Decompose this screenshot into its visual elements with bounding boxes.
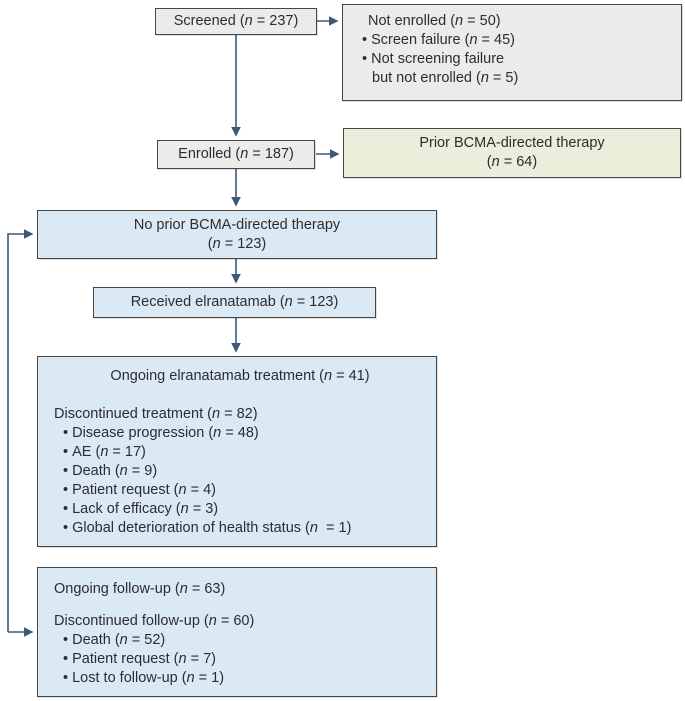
no-prior-bcma-line2: (n = 123) [207,235,267,252]
box-screened: Screened (n = 237) [155,8,317,35]
received-label: Received elranatamab (n = 123) [130,294,339,310]
not-enrolled-continuation: but not enrolled (n = 5) [372,70,519,86]
followup-bullet: Patient request (n = 7) [54,650,426,669]
treatment-bullet: Death (n = 9) [54,462,426,481]
followup-ongoing: Ongoing follow-up (n = 63) [54,581,226,597]
followup-bullet: Death (n = 52) [54,631,426,650]
box-enrolled: Enrolled (n = 187) [157,140,315,169]
bracket-connector-to-no-prior [7,229,34,632]
not-enrolled-bullet: Not screening failure [362,50,671,69]
prior-bcma-line2: (n = 64) [486,154,538,170]
treatment-bullet: Disease progression (n = 48) [54,424,426,443]
screened-label: Screened (n = 237) [173,13,299,29]
followup-discontinued: Discontinued follow-up (n = 60) [54,613,255,629]
treatment-bullet: Global deterioration of health status (n… [54,519,426,538]
treatment-bullet: Lack of efficacy (n = 3) [54,500,426,519]
treatment-discontinued: Discontinued treatment (n = 82) [54,406,258,422]
treatment-ongoing: Ongoing elranatamab treatment (n = 41) [110,368,370,384]
box-no-prior-bcma: No prior BCMA-directed therapy (n = 123) [37,210,437,259]
enrolled-label: Enrolled (n = 187) [178,146,294,162]
box-prior-bcma: Prior BCMA-directed therapy (n = 64) [343,128,681,178]
not-enrolled-bullet: Screen failure (n = 45) [362,31,671,50]
followup-bullet: Lost to follow-up (n = 1) [54,669,426,688]
prior-bcma-line1: Prior BCMA-directed therapy [419,135,605,151]
box-treatment: Ongoing elranatamab treatment (n = 41) D… [37,356,437,547]
no-prior-bcma-line1: No prior BCMA-directed therapy [133,216,341,233]
box-received: Received elranatamab (n = 123) [93,287,376,318]
box-followup: Ongoing follow-up (n = 63) Discontinued … [37,567,437,697]
not-enrolled-title: Not enrolled (n = 50) [368,13,501,29]
treatment-bullet: Patient request (n = 4) [54,481,426,500]
box-not-enrolled: Not enrolled (n = 50) Screen failure (n … [342,4,682,101]
treatment-bullet: AE (n = 17) [54,443,426,462]
